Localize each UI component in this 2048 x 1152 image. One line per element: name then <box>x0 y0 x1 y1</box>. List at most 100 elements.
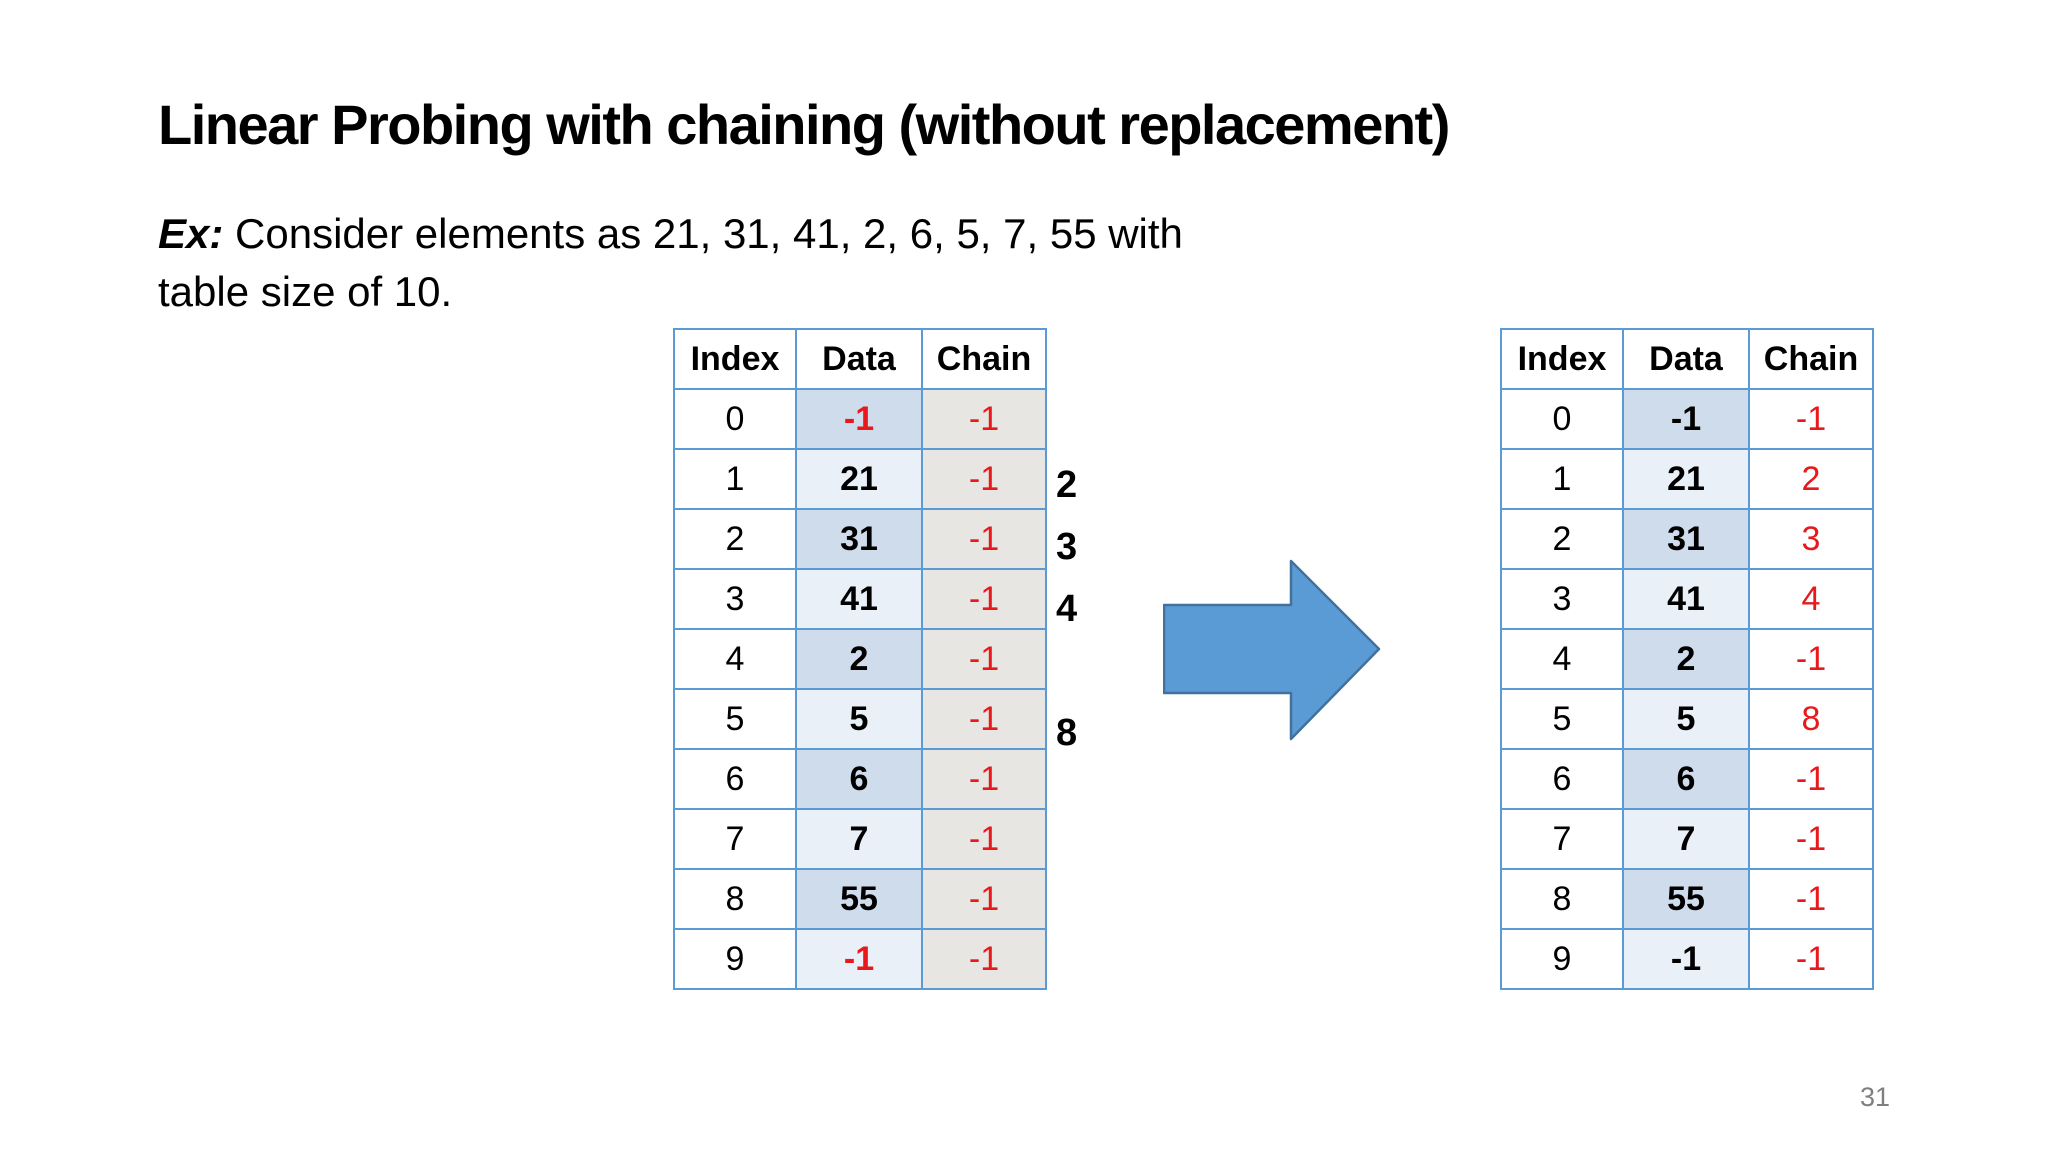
table-cell: -1 <box>1748 928 1874 990</box>
column-header-data: Data <box>795 328 923 390</box>
example-line-2: table size of 10. <box>158 268 453 315</box>
example-line-1-rest: Consider elements as 21, 31, 41, 2, 6, 5… <box>223 210 1183 257</box>
table-cell: 7 <box>673 808 797 870</box>
table-cell: -1 <box>1622 928 1750 990</box>
table-cell: -1 <box>921 628 1047 690</box>
table-cell: -1 <box>921 748 1047 810</box>
table-cell: 2 <box>1500 508 1624 570</box>
example-prefix: Ex: <box>158 210 224 257</box>
table-cell: 8 <box>673 868 797 930</box>
table-cell: 5 <box>795 688 923 750</box>
table-cell: -1 <box>1748 868 1874 930</box>
table-row: 0-1-1 <box>1500 388 1874 450</box>
table-cell: 31 <box>795 508 923 570</box>
table-cell: 5 <box>1500 688 1624 750</box>
table-cell: -1 <box>1748 628 1874 690</box>
table-cell: -1 <box>921 868 1047 930</box>
table-cell: 2 <box>673 508 797 570</box>
table-cell: 4 <box>1748 568 1874 630</box>
table-cell: 8 <box>1748 688 1874 750</box>
annotation-hash-value: 3 <box>1056 526 1078 568</box>
table-cell: 31 <box>1622 508 1750 570</box>
table-cell: 3 <box>673 568 797 630</box>
table-cell: -1 <box>921 448 1047 510</box>
table-cell: 9 <box>1500 928 1624 990</box>
table-cell: 4 <box>1500 628 1624 690</box>
table-cell: -1 <box>1622 388 1750 450</box>
table-cell: 6 <box>1622 748 1750 810</box>
table-cell: 2 <box>1748 448 1874 510</box>
table-cell: 7 <box>1500 808 1624 870</box>
table-cell: 3 <box>1500 568 1624 630</box>
table-cell: 0 <box>673 388 797 450</box>
column-header-data: Data <box>1622 328 1750 390</box>
table-cell: -1 <box>921 568 1047 630</box>
table-cell: -1 <box>795 388 923 450</box>
page-number: 31 <box>1860 1082 1891 1112</box>
table-cell: 7 <box>1622 808 1750 870</box>
table-cell: -1 <box>795 928 923 990</box>
table-cell: 0 <box>1500 388 1624 450</box>
table-cell: 41 <box>1622 568 1750 630</box>
table-cell: -1 <box>1748 748 1874 810</box>
table-cell: 55 <box>1622 868 1750 930</box>
table-cell: -1 <box>1748 388 1874 450</box>
column-header-index: Index <box>673 328 797 390</box>
table-cell: 9 <box>673 928 797 990</box>
table-cell: 6 <box>673 748 797 810</box>
table-cell: 7 <box>795 808 923 870</box>
table-row: 9-1-1 <box>1500 928 1874 990</box>
table-cell: -1 <box>921 508 1047 570</box>
table-cell: 1 <box>1500 448 1624 510</box>
table-cell: -1 <box>921 928 1047 990</box>
table-cell: 5 <box>1622 688 1750 750</box>
column-header-chain: Chain <box>921 328 1047 390</box>
table-row: 9-1-1 <box>673 928 1047 990</box>
table-cell: 41 <box>795 568 923 630</box>
table-cell: 2 <box>795 628 923 690</box>
table-cell: 5 <box>673 688 797 750</box>
table-cell: -1 <box>921 808 1047 870</box>
column-header-index: Index <box>1500 328 1624 390</box>
annotation-hash-value: 4 <box>1056 588 1078 630</box>
example-text: Ex: Consider elements as 21, 31, 41, 2, … <box>158 205 1408 321</box>
table-cell: 55 <box>795 868 923 930</box>
annotation-hash-value: 8 <box>1056 712 1078 754</box>
table-cell: -1 <box>921 388 1047 450</box>
table-cell: 21 <box>795 448 923 510</box>
table-cell: 1 <box>673 448 797 510</box>
table-cell: 4 <box>673 628 797 690</box>
table-row: 0-1-1 <box>673 388 1047 450</box>
transition-arrow-icon <box>1162 558 1387 744</box>
column-header-chain: Chain <box>1748 328 1874 390</box>
table-cell: 8 <box>1500 868 1624 930</box>
annotation-hash-value: 2 <box>1056 464 1078 506</box>
hash-value-annotations: 2 3 4 8 <box>1056 328 1116 1028</box>
table-cell: 3 <box>1748 508 1874 570</box>
table-cell: 6 <box>795 748 923 810</box>
table-cell: 6 <box>1500 748 1624 810</box>
slide-title: Linear Probing with chaining (without re… <box>158 93 1450 156</box>
table-cell: -1 <box>1748 808 1874 870</box>
example-line-1: Ex: Consider elements as 21, 31, 41, 2, … <box>158 205 1408 263</box>
table-cell: -1 <box>921 688 1047 750</box>
